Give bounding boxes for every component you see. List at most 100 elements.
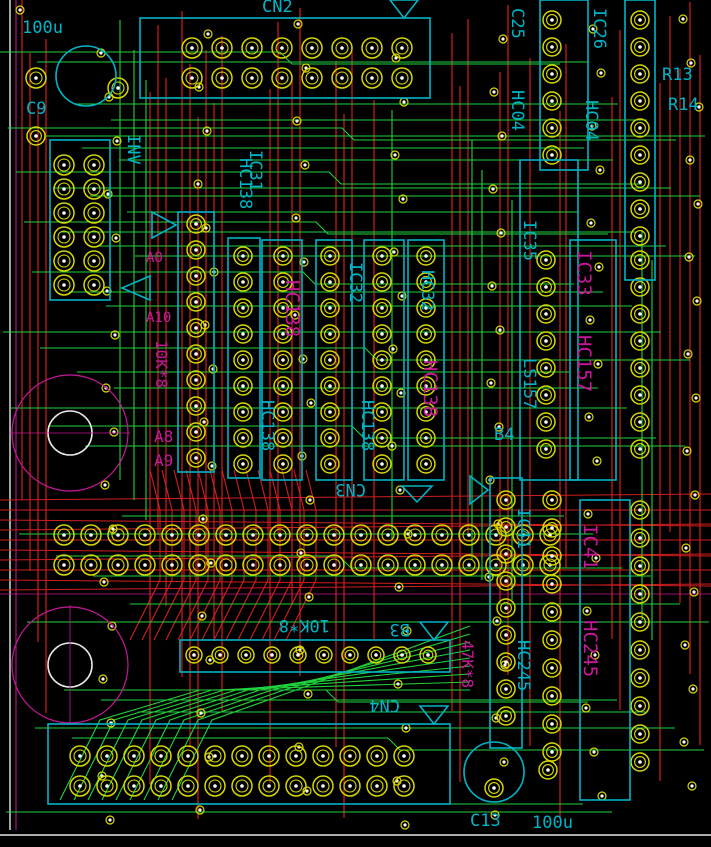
pad-drill [194, 352, 198, 356]
via-drill [404, 726, 408, 730]
pad [296, 554, 318, 576]
pad-inner [634, 281, 646, 293]
pad-drill [348, 754, 352, 758]
via-drill [682, 740, 686, 744]
via-drill [696, 202, 700, 206]
pad [80, 554, 102, 576]
pad-drill [186, 784, 190, 788]
pad-inner [376, 250, 388, 262]
pad [107, 554, 129, 576]
pad-drill [240, 754, 244, 758]
pad [350, 554, 372, 576]
pad-drill [638, 620, 642, 624]
pad-inner [275, 71, 289, 85]
pad-drill [321, 784, 325, 788]
pad-inner [634, 616, 646, 628]
pad-drill [281, 358, 285, 362]
via [393, 679, 403, 689]
pad-inner [395, 41, 409, 55]
pad-drill [550, 554, 554, 558]
pad-drill [638, 366, 642, 370]
pad [96, 775, 118, 797]
pad [80, 524, 102, 546]
pad-drill [62, 283, 66, 287]
pad-drill [192, 653, 196, 657]
ic31-label: IC31 [245, 150, 265, 191]
pad [542, 630, 562, 650]
pad-drill [380, 306, 384, 310]
pad-drill [240, 784, 244, 788]
pad-inner [190, 296, 202, 308]
pad [416, 402, 436, 422]
via-drill [396, 682, 400, 686]
via-drill [102, 580, 106, 584]
via [304, 592, 314, 602]
via [403, 529, 413, 539]
via-drill [405, 629, 409, 633]
via [488, 184, 498, 194]
via-drill [101, 677, 105, 681]
pad [496, 706, 516, 726]
pad-drill [440, 563, 444, 567]
pad-inner [500, 575, 512, 587]
pad [53, 250, 75, 272]
pad [377, 524, 399, 546]
ic32-label: IC32 [345, 262, 365, 303]
pad-inner [408, 528, 422, 542]
mounting-hole-lower [11, 605, 129, 725]
pad [186, 240, 206, 260]
pad-inner [634, 504, 646, 516]
pad-inner [73, 779, 87, 793]
pad-inner [208, 779, 222, 793]
pad [301, 37, 323, 59]
via [203, 29, 213, 39]
pad-inner [316, 779, 330, 793]
r13-label: R13 [662, 65, 693, 85]
pad [320, 272, 340, 292]
bottom-trace [0, 493, 711, 501]
pad-drill [62, 163, 66, 167]
pad [536, 277, 556, 297]
pad-drill [62, 533, 66, 537]
pad [211, 37, 233, 59]
pad-inner [420, 276, 432, 288]
pad-inner [420, 302, 432, 314]
pad-inner [30, 130, 42, 142]
pad-inner [324, 432, 336, 444]
via [388, 344, 398, 354]
via-drill [595, 459, 599, 463]
pad [273, 428, 293, 448]
pad-inner [634, 416, 646, 428]
pad-inner [246, 558, 260, 572]
pad [419, 646, 437, 664]
via [683, 349, 693, 359]
via [198, 514, 208, 524]
pad-inner [305, 41, 319, 55]
ic41-b-label: IC41 [579, 524, 601, 570]
bottom-trace [285, 469, 317, 641]
a8-label: A8 [154, 427, 173, 446]
pad-drill [159, 784, 163, 788]
pad-inner [190, 322, 202, 334]
pad-inner [500, 548, 512, 560]
pad [273, 298, 293, 318]
c9-value-label: 100u [22, 18, 63, 38]
pad [630, 696, 650, 716]
pad [186, 318, 206, 338]
pad-drill [380, 410, 384, 414]
pad-inner [546, 634, 558, 646]
pad-drill [340, 76, 344, 80]
pad-inner [634, 14, 646, 26]
via [387, 441, 397, 451]
pad-inner [127, 749, 141, 763]
via-drill [302, 260, 306, 264]
pad-inner [277, 406, 289, 418]
pad [231, 745, 253, 767]
pad-inner [546, 662, 558, 674]
top-trace [101, 665, 471, 801]
pad-inner [300, 528, 314, 542]
pad [630, 199, 650, 219]
pad-inner [305, 71, 319, 85]
pad-drill [280, 46, 284, 50]
via-drill [492, 90, 496, 94]
